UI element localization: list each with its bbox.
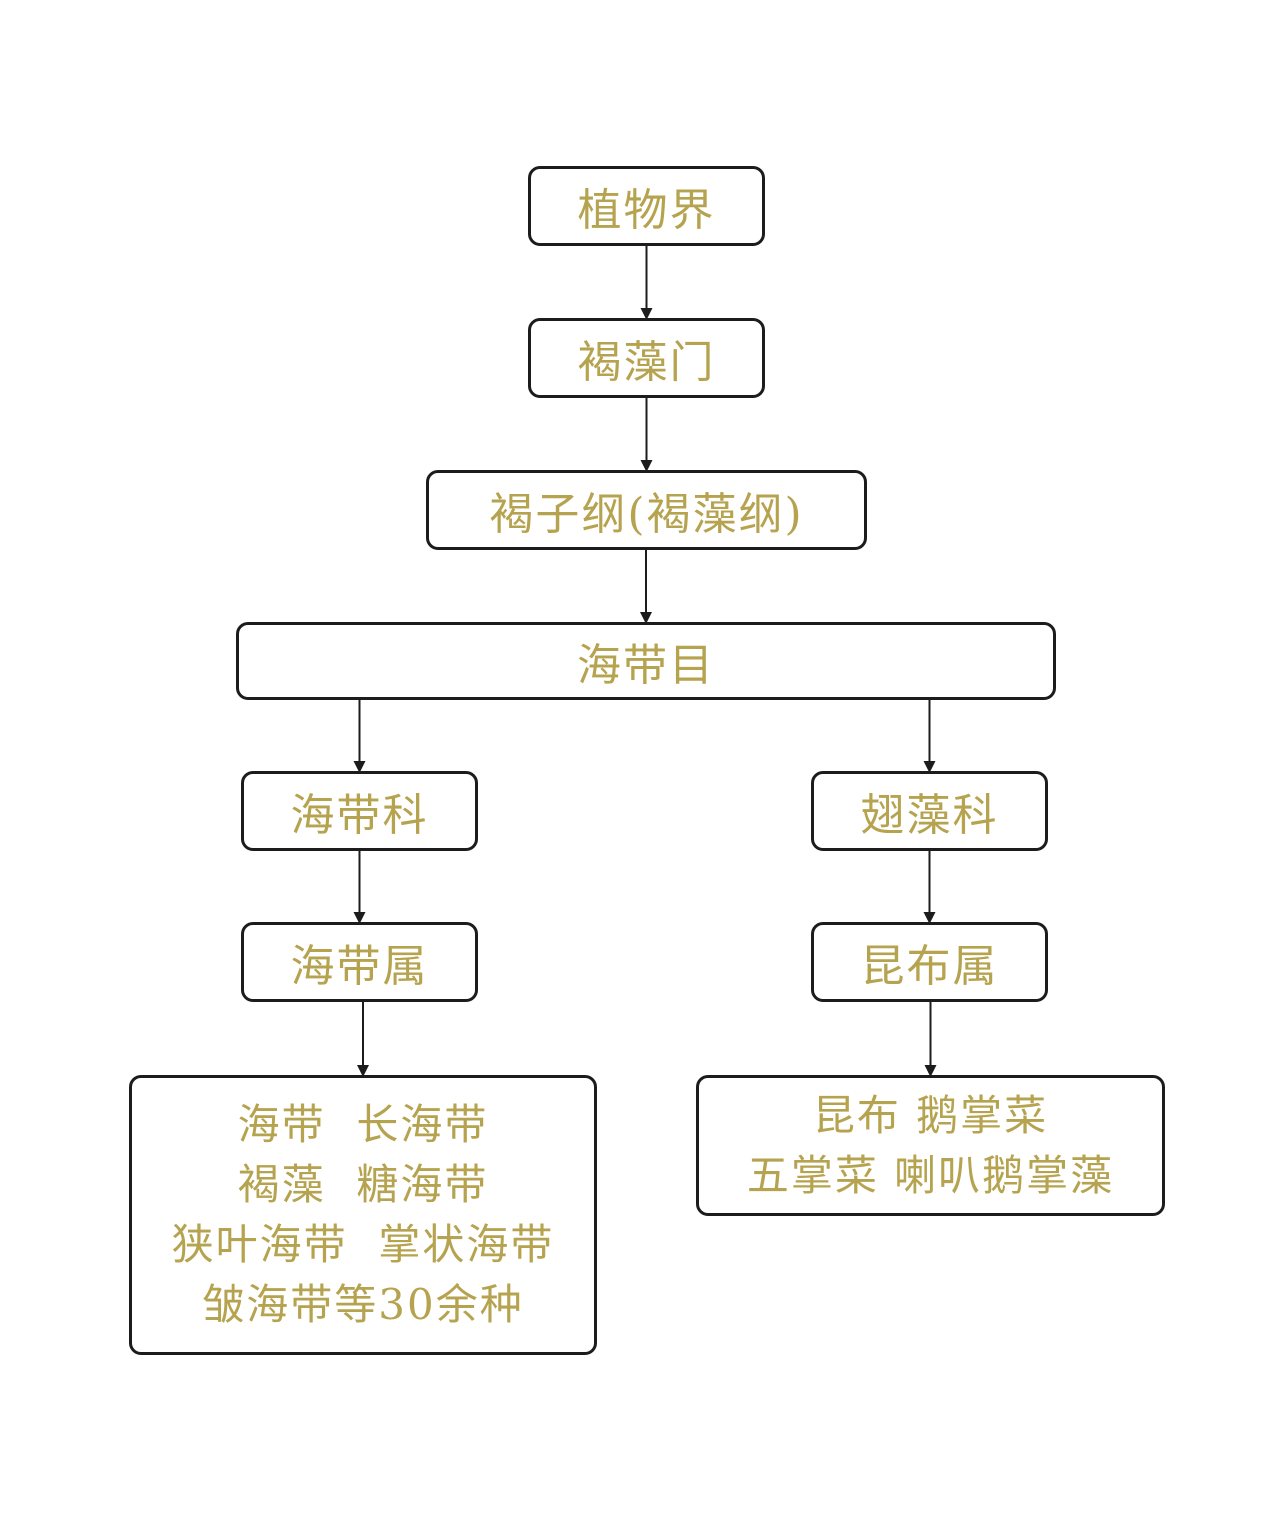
species-right-line: 五掌菜 喇叭鹅掌藻 — [746, 1150, 1115, 1200]
species-left-line: 海带 长海带 — [237, 1100, 489, 1149]
node-genus-left: 海带属 — [241, 922, 478, 1002]
node-species-right: 昆布 鹅掌菜 五掌菜 喇叭鹅掌藻 — [696, 1075, 1165, 1216]
node-order: 海带目 — [236, 622, 1056, 700]
node-class: 褐子纲(褐藻纲) — [426, 470, 867, 550]
species-left-line: 褐藻 糖海带 — [237, 1160, 489, 1209]
species-left-line: 皱海带等30余种 — [202, 1280, 524, 1329]
node-family-right: 翅藻科 — [811, 771, 1048, 851]
species-left-line: 狭叶海带 掌状海带 — [171, 1220, 555, 1269]
species-right-line: 昆布 鹅掌菜 — [812, 1090, 1049, 1140]
node-genus-right: 昆布属 — [811, 922, 1048, 1002]
node-species-left: 海带 长海带 褐藻 糖海带 狭叶海带 掌状海带 皱海带等30余种 — [129, 1075, 597, 1355]
node-family-left: 海带科 — [241, 771, 478, 851]
node-kingdom: 植物界 — [528, 166, 765, 246]
node-phylum: 褐藻门 — [528, 318, 765, 398]
